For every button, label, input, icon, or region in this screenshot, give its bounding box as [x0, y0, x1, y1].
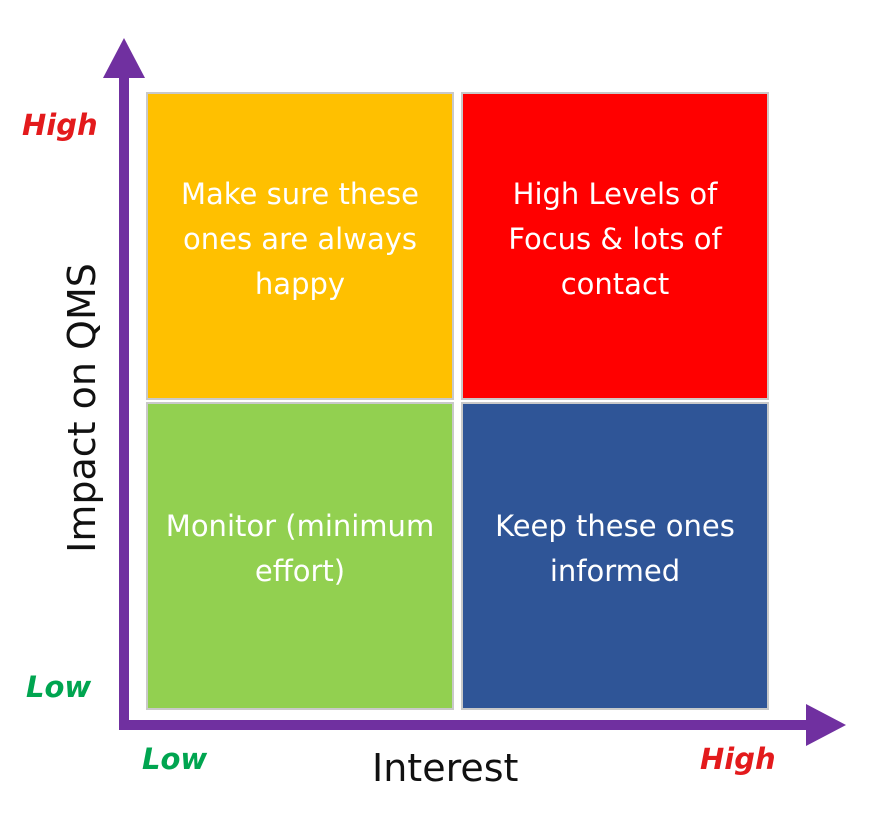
y-axis-low-label: Low: [26, 670, 92, 704]
x-axis-low-label: Low: [142, 742, 208, 776]
quadrant-label: Monitor (minimum effort): [165, 509, 435, 588]
quadrant-high-impact-low-interest: Make sure these ones are always happy: [146, 92, 454, 400]
y-axis-arrowhead: [103, 38, 145, 78]
quadrant-label: High Levels of Focus & lots of contact: [508, 176, 722, 301]
quadrant-low-impact-high-interest: Keep these ones informed: [461, 402, 769, 710]
x-axis-line: [119, 720, 809, 730]
x-axis-title: Interest: [372, 746, 519, 790]
y-axis-high-label: High: [22, 108, 98, 142]
x-axis-arrowhead: [806, 704, 846, 746]
quadrant-label: Keep these ones informed: [495, 509, 735, 588]
quadrant-label: Make sure these ones are always happy: [181, 176, 419, 301]
x-axis-high-label: High: [700, 742, 776, 776]
quadrant-low-impact-low-interest: Monitor (minimum effort): [146, 402, 454, 710]
y-axis-line: [119, 74, 129, 730]
quadrant-high-impact-high-interest: High Levels of Focus & lots of contact: [461, 92, 769, 400]
y-axis-title: Impact on QMS: [60, 263, 104, 553]
